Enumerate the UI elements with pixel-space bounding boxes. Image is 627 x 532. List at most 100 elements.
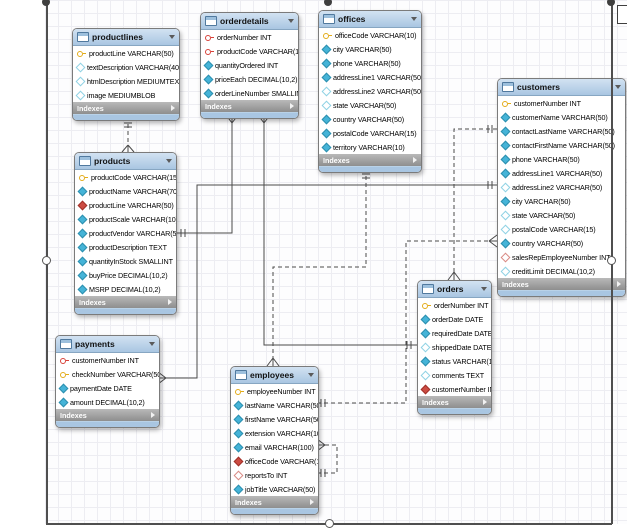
- indexes-section[interactable]: Indexes: [56, 409, 159, 421]
- field-row[interactable]: amount DECIMAL(10,2): [56, 395, 159, 409]
- field-row[interactable]: addressLine2 VARCHAR(50): [498, 180, 625, 194]
- relationship-employees-customers[interactable]: [317, 234, 498, 407]
- field-row[interactable]: customerName VARCHAR(50): [498, 110, 625, 124]
- selection-handle-right-mid[interactable]: [607, 256, 616, 265]
- expand-right-icon[interactable]: [413, 157, 417, 163]
- indexes-section[interactable]: Indexes: [498, 278, 625, 290]
- table-header[interactable]: customers: [498, 79, 625, 96]
- field-row[interactable]: firstName VARCHAR(50): [231, 412, 318, 426]
- indexes-section[interactable]: Indexes: [319, 154, 421, 166]
- field-row[interactable]: customerNumber INT: [56, 353, 159, 367]
- field-row[interactable]: image MEDIUMBLOB: [73, 88, 179, 102]
- chevron-down-icon[interactable]: [411, 17, 417, 21]
- field-row[interactable]: orderDate DATE: [418, 312, 491, 326]
- field-row[interactable]: city VARCHAR(50): [319, 42, 421, 56]
- field-row[interactable]: checkNumber VARCHAR(50): [56, 367, 159, 381]
- expand-right-icon[interactable]: [151, 412, 155, 418]
- field-row[interactable]: MSRP DECIMAL(10,2): [75, 282, 176, 296]
- relationship-payments-customers[interactable]: [157, 181, 497, 385]
- indexes-section[interactable]: Indexes: [231, 496, 318, 508]
- field-row[interactable]: state VARCHAR(50): [319, 98, 421, 112]
- relationship-orderdetails-orders[interactable]: [257, 114, 417, 349]
- field-row[interactable]: productDescription TEXT: [75, 240, 176, 254]
- table-header[interactable]: offices: [319, 11, 421, 28]
- field-row[interactable]: productVendor VARCHAR(50): [75, 226, 176, 240]
- table-header[interactable]: productlines: [73, 29, 179, 46]
- selection-handle-top-right[interactable]: [607, 0, 615, 6]
- field-row[interactable]: customerNumber INT: [418, 382, 491, 396]
- field-row[interactable]: priceEach DECIMAL(10,2): [201, 72, 298, 86]
- field-row[interactable]: salesRepEmployeeNumber INT: [498, 250, 625, 264]
- indexes-section[interactable]: Indexes: [75, 296, 176, 308]
- field-row[interactable]: country VARCHAR(50): [319, 112, 421, 126]
- partial-table-box[interactable]: [617, 5, 627, 24]
- field-row[interactable]: addressLine1 VARCHAR(50): [319, 70, 421, 84]
- chevron-down-icon[interactable]: [308, 373, 314, 377]
- expand-right-icon[interactable]: [483, 399, 487, 405]
- field-row[interactable]: buyPrice DECIMAL(10,2): [75, 268, 176, 282]
- field-row[interactable]: jobTitle VARCHAR(50): [231, 482, 318, 496]
- indexes-section[interactable]: Indexes: [418, 396, 491, 408]
- field-row[interactable]: quantityOrdered INT: [201, 58, 298, 72]
- selection-handle-top-left[interactable]: [42, 0, 50, 6]
- field-row[interactable]: territory VARCHAR(10): [319, 140, 421, 154]
- field-row[interactable]: postalCode VARCHAR(15): [319, 126, 421, 140]
- field-row[interactable]: textDescription VARCHAR(4000): [73, 60, 179, 74]
- field-row[interactable]: productName VARCHAR(70): [75, 184, 176, 198]
- chevron-down-icon[interactable]: [481, 287, 487, 291]
- chevron-down-icon[interactable]: [149, 342, 155, 346]
- field-row[interactable]: requiredDate DATE: [418, 326, 491, 340]
- field-row[interactable]: phone VARCHAR(50): [498, 152, 625, 166]
- table-header[interactable]: payments: [56, 336, 159, 353]
- field-row[interactable]: shippedDate DATE: [418, 340, 491, 354]
- table-header[interactable]: orderdetails: [201, 13, 298, 30]
- relationship-customers-orders[interactable]: [447, 125, 497, 281]
- field-row[interactable]: reportsTo INT: [231, 468, 318, 482]
- relationship-orderdetails-products[interactable]: [175, 114, 239, 237]
- relationship-employees-reportsto-self[interactable]: [316, 438, 338, 477]
- chevron-down-icon[interactable]: [288, 19, 294, 23]
- field-row[interactable]: city VARCHAR(50): [498, 194, 625, 208]
- relationship-offices-employees[interactable]: [266, 169, 370, 367]
- table-header[interactable]: employees: [231, 367, 318, 384]
- field-row[interactable]: productLine VARCHAR(50): [73, 46, 179, 60]
- chevron-down-icon[interactable]: [166, 159, 172, 163]
- table-offices[interactable]: offices officeCode VARCHAR(10)city VARCH…: [318, 10, 422, 173]
- field-row[interactable]: extension VARCHAR(10): [231, 426, 318, 440]
- expand-right-icon[interactable]: [290, 103, 294, 109]
- field-row[interactable]: productScale VARCHAR(10): [75, 212, 176, 226]
- relationship-productlines-products[interactable]: [121, 117, 135, 153]
- field-row[interactable]: creditLimit DECIMAL(10,2): [498, 264, 625, 278]
- field-row[interactable]: phone VARCHAR(50): [319, 56, 421, 70]
- field-row[interactable]: contactFirstName VARCHAR(50): [498, 138, 625, 152]
- table-header[interactable]: orders: [418, 281, 491, 298]
- selection-handle-left-mid[interactable]: [42, 256, 51, 265]
- field-row[interactable]: quantityInStock SMALLINT: [75, 254, 176, 268]
- field-row[interactable]: orderNumber INT: [418, 298, 491, 312]
- field-row[interactable]: lastName VARCHAR(50): [231, 398, 318, 412]
- expand-right-icon[interactable]: [168, 299, 172, 305]
- expand-right-icon[interactable]: [310, 499, 314, 505]
- field-row[interactable]: productCode VARCHAR(15): [201, 44, 298, 58]
- field-row[interactable]: customerNumber INT: [498, 96, 625, 110]
- indexes-section[interactable]: Indexes: [201, 100, 298, 112]
- field-row[interactable]: state VARCHAR(50): [498, 208, 625, 222]
- field-row[interactable]: addressLine2 VARCHAR(50): [319, 84, 421, 98]
- field-row[interactable]: orderNumber INT: [201, 30, 298, 44]
- table-products[interactable]: products productCode VARCHAR(15)productN…: [74, 152, 177, 315]
- table-productlines[interactable]: productlines productLine VARCHAR(50)text…: [72, 28, 180, 121]
- table-header[interactable]: products: [75, 153, 176, 170]
- field-row[interactable]: officeCode VARCHAR(10): [231, 454, 318, 468]
- field-row[interactable]: contactLastName VARCHAR(50): [498, 124, 625, 138]
- selection-handle-bottom-mid[interactable]: [325, 519, 334, 528]
- selection-handle-top-mid[interactable]: [324, 0, 332, 6]
- expand-right-icon[interactable]: [617, 281, 621, 287]
- field-row[interactable]: addressLine1 VARCHAR(50): [498, 166, 625, 180]
- field-row[interactable]: officeCode VARCHAR(10): [319, 28, 421, 42]
- indexes-section[interactable]: Indexes: [73, 102, 179, 114]
- field-row[interactable]: employeeNumber INT: [231, 384, 318, 398]
- field-row[interactable]: productLine VARCHAR(50): [75, 198, 176, 212]
